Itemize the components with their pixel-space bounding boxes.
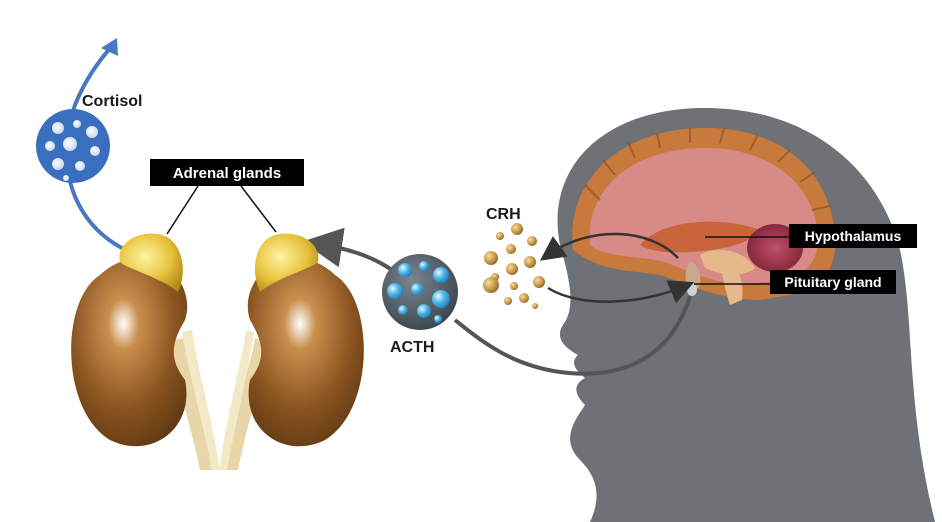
pituitary-gland-label-bg xyxy=(770,270,896,294)
crh-to-pituitary-arrow xyxy=(547,280,695,304)
crh-particles xyxy=(483,223,545,309)
thalamus xyxy=(700,249,755,275)
cortisol-molecule xyxy=(36,109,110,183)
cortisol-label: Cortisol xyxy=(82,93,142,110)
left-adrenal-gland xyxy=(119,233,183,292)
hypothalamus-label-bg xyxy=(789,224,917,248)
adrenal-connector-right xyxy=(240,185,277,233)
adrenal-glands-label: Adrenal glands xyxy=(150,159,304,186)
acth-to-adrenal-arrow xyxy=(302,227,394,272)
acth-from-pituitary-arrow xyxy=(453,295,692,376)
right-adrenal-gland xyxy=(254,233,319,292)
cortisol-arrowhead xyxy=(101,38,118,56)
adrenal-connector-left xyxy=(166,185,199,235)
adrenal-glands-label-bg xyxy=(150,159,304,186)
brain xyxy=(572,127,836,305)
pituitary-gland-label-text: Pituitary gland xyxy=(784,274,881,290)
crh-label: CRH xyxy=(486,206,521,223)
brain-gyri xyxy=(584,127,831,211)
acth-label: ACTH xyxy=(390,339,434,356)
left-kidney xyxy=(71,258,220,470)
pituitary-marker xyxy=(687,284,697,296)
acth-molecule xyxy=(382,254,458,330)
corpus-callosum xyxy=(640,221,760,253)
right-kidney xyxy=(219,258,364,470)
hypothalamus-label-text: Hypothalamus xyxy=(805,228,902,244)
pituitary-gland-label: Pituitary gland xyxy=(770,270,896,294)
crh-release-arrow xyxy=(539,232,679,261)
hypothalamus-label: Hypothalamus xyxy=(789,224,917,248)
adrenal-glands-label-text: Adrenal glands xyxy=(173,165,281,182)
